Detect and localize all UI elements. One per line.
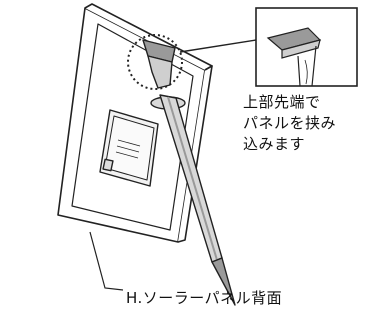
- ground-stake: [142, 39, 236, 306]
- panel-label-leader: [89, 231, 124, 291]
- detail-box: [255, 7, 358, 87]
- highlight-circle: [127, 34, 183, 90]
- panel-back-label: H.ソーラーパネル背面: [126, 289, 283, 307]
- junction-box: [99, 109, 159, 187]
- callout-line-2: パネルを挟み: [243, 114, 337, 132]
- callout-leader: [179, 39, 257, 53]
- callout-line-3: 込みます: [243, 135, 306, 153]
- callout-line-1: 上部先端で: [243, 93, 321, 111]
- callout-text: 上部先端で パネルを挟み 込みます: [243, 92, 336, 155]
